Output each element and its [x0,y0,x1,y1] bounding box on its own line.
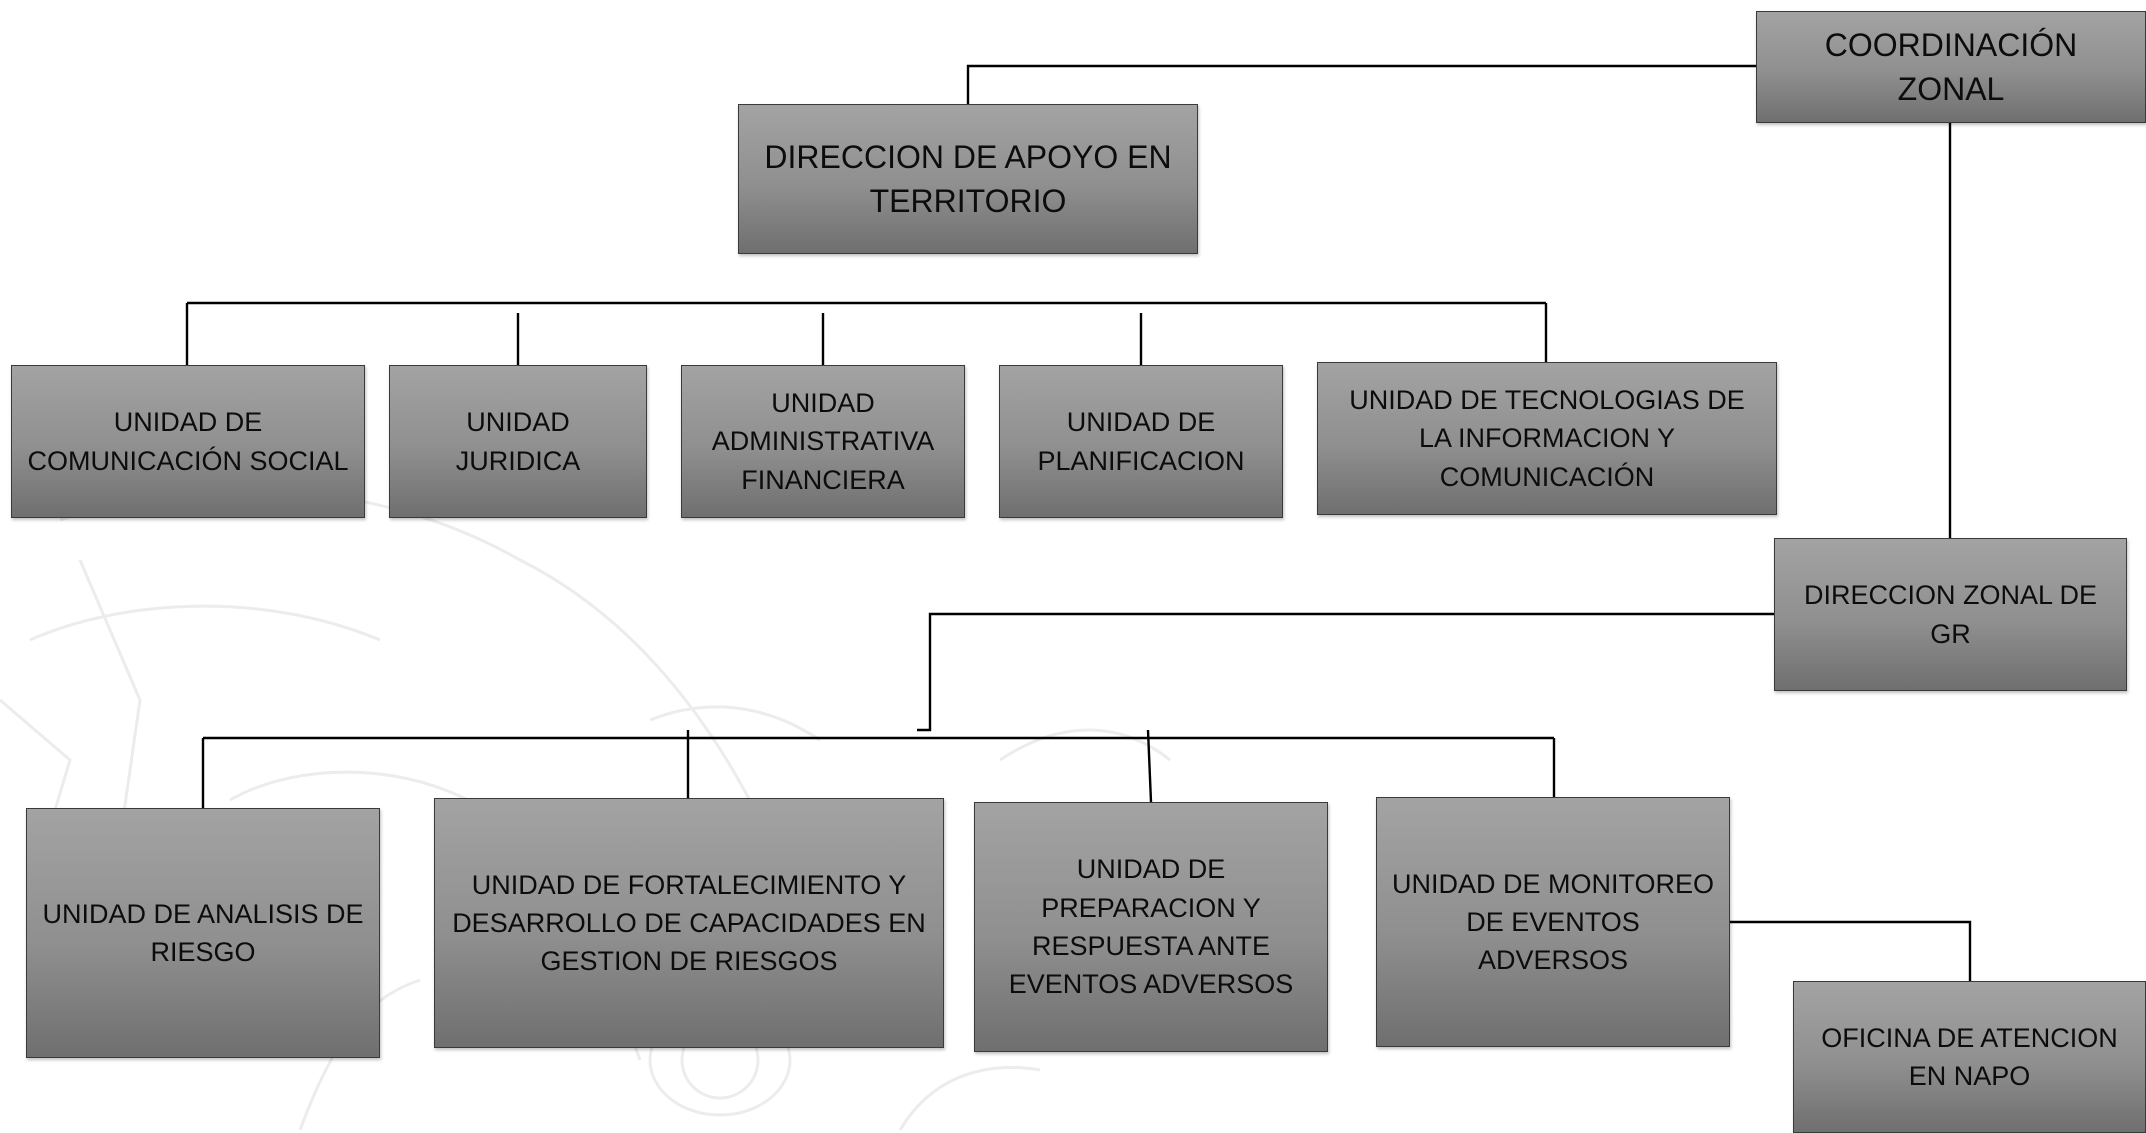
node-label: UNIDAD DE TECNOLOGIAS DE LA INFORMACION … [1349,385,1745,492]
node-direccion-apoyo: DIRECCION DE APOYO EN TERRITORIO [738,104,1198,254]
node-label: UNIDAD DE MONITOREO DE EVENTOS ADVERSOS [1391,868,1715,976]
node-unidad-administrativa: UNIDAD ADMINISTRATIVA FINANCIERA [681,365,965,518]
node-label: UNIDAD DE FORTALECIMIENTO Y DESARROLLO D… [452,869,926,977]
node-label: OFICINA DE ATENCION EN NAPO [1821,1022,2118,1091]
node-unidad-monitoreo: UNIDAD DE MONITOREO DE EVENTOS ADVERSOS [1376,797,1730,1047]
connector-gr-lower [917,612,1774,732]
connector-monitoreo-napo [1730,920,1972,981]
node-unidad-tecnologias: UNIDAD DE TECNOLOGIAS DE LA INFORMACION … [1317,362,1777,515]
node-unidad-fortalecimiento: UNIDAD DE FORTALECIMIENTO Y DESARROLLO D… [434,798,944,1048]
node-label: UNIDAD DE PLANIFICACION [1037,407,1245,476]
node-unidad-comunicacion: UNIDAD DE COMUNICACIÓN SOCIAL [11,365,365,518]
node-unidad-juridica: UNIDAD JURIDICA [389,365,647,518]
node-label: UNIDAD ADMINISTRATIVA FINANCIERA [711,388,935,495]
node-label: DIRECCION ZONAL DE GR [1803,580,2098,649]
node-label: COORDINACIÓN ZONAL [1824,26,2078,107]
node-oficina-napo: OFICINA DE ATENCION EN NAPO [1793,981,2146,1133]
node-label: UNIDAD DE ANALISIS DE RIESGO [42,898,364,967]
connector-coordinacion-apoyo [966,64,1756,104]
node-label: UNIDAD DE COMUNICACIÓN SOCIAL [27,407,349,476]
node-coordinacion-zonal: COORDINACIÓN ZONAL [1756,11,2146,123]
node-label: DIRECCION DE APOYO EN TERRITORIO [764,138,1172,219]
node-label: UNIDAD DE PREPARACION Y RESPUESTA ANTE E… [1008,854,1294,1000]
node-label: UNIDAD JURIDICA [455,407,581,476]
node-direccion-zonal-gr: DIRECCION ZONAL DE GR [1774,538,2127,691]
node-unidad-preparacion: UNIDAD DE PREPARACION Y RESPUESTA ANTE E… [974,802,1328,1052]
node-unidad-analisis: UNIDAD DE ANALISIS DE RIESGO [26,808,380,1058]
node-unidad-planificacion: UNIDAD DE PLANIFICACION [999,365,1283,518]
